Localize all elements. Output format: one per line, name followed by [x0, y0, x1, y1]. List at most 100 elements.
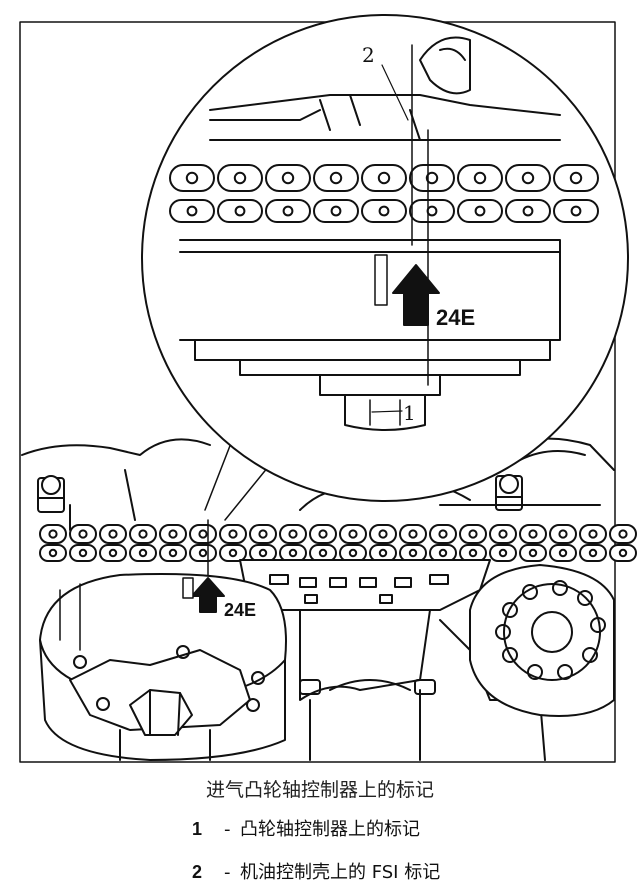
chain-link: [219, 524, 247, 544]
callout-leader-1: [371, 410, 403, 413]
chain-link: [189, 524, 217, 544]
chain-link: [553, 199, 599, 223]
legend-number: 2: [192, 862, 203, 882]
chain-pin: [588, 548, 598, 558]
chain-link: [609, 524, 637, 544]
chain-link: [609, 544, 637, 562]
chain-link: [169, 164, 215, 192]
chain-link: [519, 544, 547, 562]
technical-illustration: 24E: [19, 14, 637, 763]
chain-pin: [408, 548, 418, 558]
chain-link: [553, 164, 599, 192]
chain-link: [409, 199, 455, 223]
chain-pin: [228, 529, 238, 539]
chain-pin: [288, 529, 298, 539]
chain-pin: [258, 529, 268, 539]
zoom-detail: 24E 2 1: [141, 14, 629, 502]
chain-link: [265, 164, 311, 192]
chain-pin: [498, 548, 508, 558]
chain-link: [99, 544, 127, 562]
timing-chain-zoom: [169, 164, 599, 223]
chain-pin: [198, 548, 208, 558]
chain-link: [249, 524, 277, 544]
chain-pin: [348, 548, 358, 558]
timing-chain-main: [39, 524, 637, 562]
legend-number: 1: [192, 819, 203, 839]
chain-pin: [558, 548, 568, 558]
figure-caption: 进气凸轮轴控制器上的标记: [205, 779, 434, 801]
marker-label-main: 24E: [224, 600, 256, 620]
chain-pin: [522, 205, 534, 217]
chain-pin: [48, 529, 58, 539]
chain-pin: [473, 171, 487, 185]
chain-link: [129, 544, 157, 562]
chain-pin: [408, 529, 418, 539]
chain-link: [429, 524, 457, 544]
chain-link: [399, 524, 427, 544]
chain-pin: [378, 529, 388, 539]
chain-pin: [498, 529, 508, 539]
chain-link: [399, 544, 427, 562]
chain-pin: [377, 171, 391, 185]
chain-pin: [468, 529, 478, 539]
housing-bolt-right: [495, 474, 523, 511]
chain-link: [279, 524, 307, 544]
chain-link: [361, 164, 407, 192]
arrow-up-zoom: [392, 264, 440, 326]
chain-pin: [228, 548, 238, 558]
chain-link: [339, 544, 367, 562]
chain-pin: [474, 205, 486, 217]
chain-link: [549, 544, 577, 562]
chain-link: [579, 544, 607, 562]
housing-bolt-left: [37, 475, 65, 513]
chain-link: [429, 544, 457, 562]
chain-pin: [138, 548, 148, 558]
legend-text: 凸轮轴控制器上的标记: [240, 819, 420, 840]
arrow-up-main: [191, 577, 225, 613]
chain-pin: [282, 205, 294, 217]
chain-link: [309, 544, 337, 562]
chain-link: [457, 164, 503, 192]
chain-link: [459, 524, 487, 544]
chain-link: [169, 199, 215, 223]
chain-pin: [570, 205, 582, 217]
chain-pin: [528, 529, 538, 539]
exhaust-camshaft-sprocket: [469, 564, 615, 717]
chain-pin: [186, 205, 198, 217]
chain-pin: [378, 205, 390, 217]
chain-link: [159, 524, 187, 544]
chain-link: [459, 544, 487, 562]
chain-pin: [588, 529, 598, 539]
chain-link: [309, 524, 337, 544]
chain-link: [159, 544, 187, 562]
chain-pin: [185, 171, 199, 185]
chain-link: [69, 524, 97, 544]
chain-link: [505, 164, 551, 192]
chain-link: [489, 544, 517, 562]
callout-leader-2: [381, 64, 409, 121]
chain-pin: [48, 548, 58, 558]
legend-item: 1-凸轮轴控制器上的标记: [192, 815, 420, 841]
chain-pin: [288, 548, 298, 558]
chain-link: [505, 199, 551, 223]
chain-pin: [78, 548, 88, 558]
chain-pin: [168, 548, 178, 558]
chain-link: [39, 544, 67, 562]
chain-pin: [558, 529, 568, 539]
chain-pin: [618, 548, 628, 558]
chain-pin: [198, 529, 208, 539]
chain-link: [369, 544, 397, 562]
chain-pin: [378, 548, 388, 558]
chain-pin: [330, 205, 342, 217]
chain-link: [361, 199, 407, 223]
chain-pin: [329, 171, 343, 185]
chain-link: [369, 524, 397, 544]
chain-link: [189, 544, 217, 562]
legend-text: 机油控制壳上的 FSI 标记: [240, 862, 441, 883]
chain-pin: [234, 205, 246, 217]
chain-link: [249, 544, 277, 562]
legend-dash: -: [224, 862, 231, 883]
marker-label-zoom: 24E: [436, 305, 475, 330]
chain-pin: [108, 548, 118, 558]
chain-pin: [528, 548, 538, 558]
